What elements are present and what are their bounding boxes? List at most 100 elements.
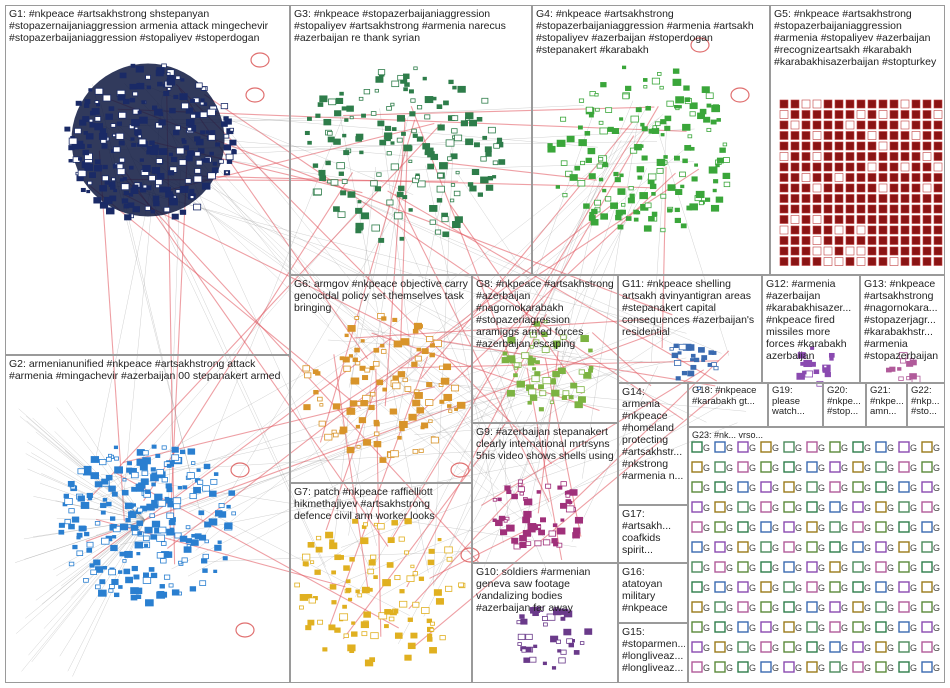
node-g4 (578, 98, 585, 103)
node-g7 (370, 554, 377, 560)
svg-text:G: G (795, 643, 802, 653)
node-g5 (933, 204, 943, 214)
node-g3 (416, 105, 423, 110)
node-g1 (187, 127, 193, 132)
node-small-group (737, 621, 749, 633)
node-g5 (834, 173, 844, 182)
node-small-group (898, 601, 910, 613)
node-g3 (422, 76, 427, 81)
node-g2 (160, 558, 167, 564)
node-g7 (331, 570, 337, 575)
node-small-group (852, 481, 864, 493)
svg-text:G: G (864, 643, 871, 653)
node-g3 (371, 224, 380, 232)
node-g5 (911, 257, 921, 266)
edge (33, 519, 146, 538)
node-g11 (690, 364, 697, 370)
node-g4 (627, 197, 635, 204)
node-g7 (308, 597, 316, 604)
node-g3 (396, 191, 404, 198)
node-g4 (667, 208, 673, 213)
edge (61, 519, 146, 587)
node-g1 (159, 186, 167, 193)
node-g8 (555, 342, 560, 347)
node-g5 (856, 225, 866, 235)
svg-text:G: G (818, 603, 825, 613)
node-g1 (137, 110, 142, 114)
group-label-g13: G13: #nkpeace #artsakhstrong #nagornokar… (864, 278, 941, 362)
svg-text:G: G (841, 443, 848, 453)
svg-text:G: G (887, 483, 894, 493)
node-g5 (845, 183, 855, 193)
svg-text:G: G (726, 583, 733, 593)
svg-text:G: G (749, 643, 756, 653)
node-g3 (427, 163, 435, 170)
node-g2 (144, 543, 149, 548)
node-g1 (207, 134, 216, 141)
node-g1 (195, 82, 203, 89)
node-g7 (363, 611, 371, 618)
node-g5 (812, 215, 822, 224)
svg-text:G: G (864, 603, 871, 613)
node-g8 (509, 358, 516, 364)
edge (195, 143, 692, 551)
node-g5 (779, 215, 789, 224)
node-g8 (507, 336, 516, 344)
node-g4 (680, 223, 687, 229)
node-g4 (560, 160, 568, 166)
svg-text:G: G (841, 583, 848, 593)
edge (395, 135, 455, 432)
node-g3 (401, 131, 406, 136)
group-label-g6: G6: armgov #nkpeace objective carry geno… (294, 278, 468, 314)
svg-text:G: G (841, 543, 848, 553)
node-g4 (585, 157, 592, 163)
node-g5 (823, 162, 833, 172)
node-g9 (565, 505, 575, 513)
edge (415, 172, 676, 418)
node-g5 (878, 131, 888, 140)
node-g5 (922, 246, 932, 256)
node-small-group (898, 621, 910, 633)
node-g8 (557, 367, 566, 375)
edge (521, 200, 618, 481)
node-g4 (641, 126, 648, 132)
node-g1 (205, 130, 210, 134)
node-g9 (525, 499, 533, 505)
node-g3 (442, 231, 450, 238)
svg-text:G: G (749, 443, 756, 453)
node-g7 (348, 597, 353, 602)
node-g5 (889, 194, 899, 203)
node-g6 (414, 355, 422, 362)
node-small-group (760, 501, 772, 513)
node-g5 (856, 152, 866, 161)
node-g4 (569, 174, 578, 181)
node-g9 (568, 500, 573, 505)
node-g5 (867, 173, 877, 182)
node-g2 (101, 478, 109, 485)
edge (346, 113, 664, 419)
node-small-group (806, 601, 818, 613)
node-small-group (760, 661, 772, 673)
node-g4 (598, 157, 604, 162)
node-g5 (801, 257, 811, 266)
node-g2 (121, 489, 129, 496)
svg-text:G: G (887, 463, 894, 473)
node-g2 (145, 489, 151, 494)
node-g6 (347, 325, 356, 332)
node-small-group (829, 461, 841, 473)
node-g5 (845, 110, 855, 119)
edge (41, 473, 146, 521)
node-g4 (628, 186, 634, 191)
node-g2 (144, 526, 153, 534)
node-g5 (812, 120, 822, 130)
node-g3 (471, 168, 480, 176)
node-g6 (411, 361, 418, 367)
node-g3 (465, 112, 474, 120)
node-g7 (437, 537, 442, 542)
node-g1 (82, 149, 90, 156)
node-g5 (933, 225, 943, 235)
node-g5 (878, 120, 888, 130)
node-g1 (94, 100, 99, 104)
node-g4 (580, 160, 586, 166)
node-g3 (323, 118, 332, 126)
